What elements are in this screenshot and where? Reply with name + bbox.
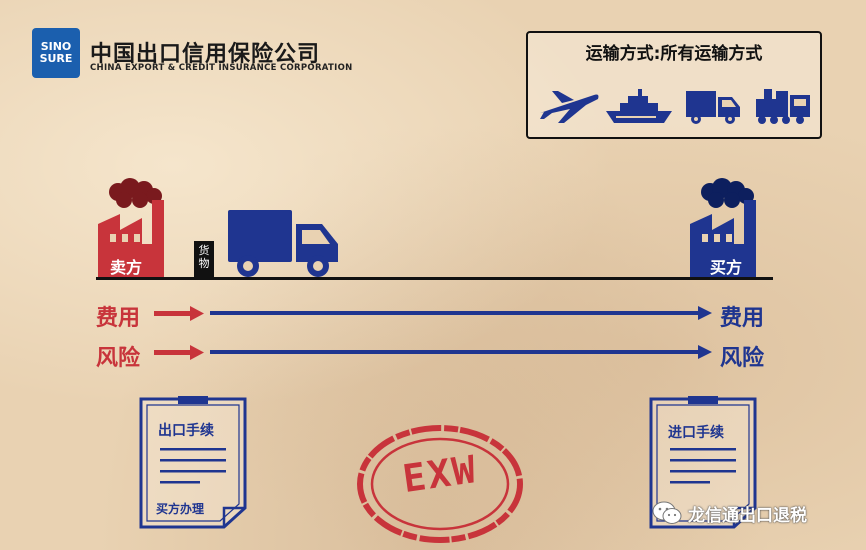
train-icon [756,89,810,124]
cost-red-arrow [154,306,204,321]
seller-label: 卖方 [110,258,143,277]
export-document-title: 出口手续 [158,423,214,439]
import-document-title: 进口手续 [668,425,724,441]
airplane-icon [540,91,599,123]
risk-arrows [154,345,712,360]
buyer-label: 买方 [710,258,743,277]
transport-mode-title: 运输方式:所有运输方式 [585,44,763,64]
import-document-icon [649,396,757,529]
cost-arrows [154,306,712,321]
transport-icons [540,89,810,124]
export-document-icon [139,396,247,529]
logo-badge-line1: SINO [40,40,72,53]
risk-right-label: 风险 [720,346,765,371]
buyer-factory-icon [690,178,756,278]
transport-mode-panel: 运输方式:所有运输方式 [526,31,822,139]
risk-blue-arrow [210,345,712,359]
watermark-text: 龙信通出口退税 [688,505,807,526]
ground-line [96,277,773,280]
cost-blue-arrow [210,306,712,320]
cost-right-label: 费用 [720,306,765,331]
company-name-cn: 中国出口信用保险公司 [90,42,321,67]
logo-badge-line2: SURE [39,52,73,65]
risk-left-label: 风险 [96,346,141,371]
seller-factory-icon [98,178,164,278]
sinosure-logo-badge: SINO SURE [32,28,80,78]
wechat-icon [652,501,682,524]
watermark: 龙信通出口退税 [652,500,807,526]
goods-box: 货物 [194,241,214,277]
exw-stamp [357,425,523,543]
export-document-footer: 买方办理 [156,502,205,516]
truck-icon [686,91,740,124]
company-name-en: CHINA EXPORT & CREDIT INSURANCE CORPORAT… [90,63,353,73]
delivery-truck-icon [228,210,338,277]
risk-red-arrow [154,345,204,360]
cost-left-label: 费用 [96,306,141,331]
ship-icon [606,89,672,123]
